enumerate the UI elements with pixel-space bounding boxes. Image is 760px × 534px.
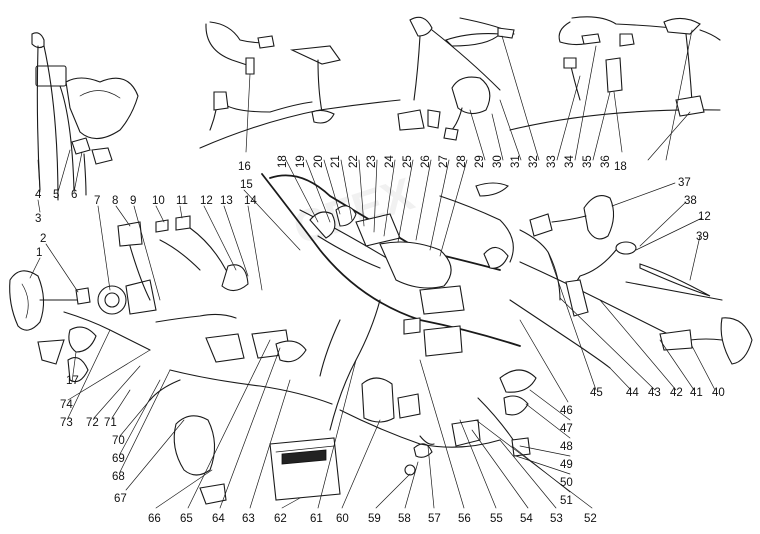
callout-label: 70 bbox=[112, 435, 125, 447]
callout-label: 9 bbox=[130, 195, 136, 207]
callout-label: 16 bbox=[238, 161, 251, 173]
callout-label: 39 bbox=[696, 231, 709, 243]
callout-label: 31 bbox=[510, 155, 522, 168]
bottom-components bbox=[173, 369, 537, 505]
callout-label: 59 bbox=[368, 513, 381, 525]
callout-label: 57 bbox=[428, 513, 441, 525]
callout-label: 71 bbox=[104, 417, 117, 429]
callout-label: 12 bbox=[200, 195, 213, 207]
callout-label: 53 bbox=[550, 513, 563, 525]
callout-label: 17 bbox=[66, 375, 79, 387]
callout-label: 4 bbox=[35, 189, 42, 201]
callout-label: 73 bbox=[60, 417, 73, 429]
callout-label: 62 bbox=[274, 513, 287, 525]
callout-label: 49 bbox=[560, 459, 573, 471]
leader-lines bbox=[29, 29, 716, 509]
callout-label: 72 bbox=[86, 417, 99, 429]
callout-label: 33 bbox=[546, 155, 558, 168]
callout-label: 11 bbox=[176, 195, 188, 207]
callout-label: 47 bbox=[560, 423, 573, 435]
callout-label: 40 bbox=[712, 387, 725, 399]
callout-label: 61 bbox=[310, 513, 323, 525]
callout-label: 38 bbox=[684, 195, 697, 207]
callout-label: 21 bbox=[330, 155, 342, 168]
callout-label: 44 bbox=[626, 387, 639, 399]
callout-label: 15 bbox=[240, 179, 253, 191]
callout-label: 27 bbox=[438, 155, 450, 168]
callout-label: 30 bbox=[492, 155, 504, 168]
callout-label: 18 bbox=[614, 161, 627, 173]
callout-label: 22 bbox=[348, 155, 360, 168]
callout-label: 29 bbox=[474, 155, 486, 168]
callout-label: 58 bbox=[398, 513, 411, 525]
callout-label: 8 bbox=[112, 195, 118, 207]
callout-label: 60 bbox=[336, 513, 349, 525]
callout-label: 7 bbox=[94, 195, 100, 207]
callout-label: 41 bbox=[690, 387, 703, 399]
callout-label: 66 bbox=[148, 513, 161, 525]
callout-label: 1 bbox=[36, 247, 42, 259]
callout-label: 51 bbox=[560, 495, 573, 507]
callout-label: 54 bbox=[520, 513, 533, 525]
callout-label: 24 bbox=[384, 155, 396, 168]
callout-label: 13 bbox=[220, 195, 233, 207]
callout-label: 55 bbox=[490, 513, 503, 525]
callout-label: 26 bbox=[420, 155, 432, 168]
callout-label: 63 bbox=[242, 513, 255, 525]
callout-label: 36 bbox=[600, 155, 612, 168]
callout-label: 25 bbox=[402, 155, 414, 168]
callout-label: 12 bbox=[698, 211, 711, 223]
callout-labels: 4 5 6 3 16 18 18 18 18 bbox=[35, 161, 627, 225]
callout-label: 35 bbox=[582, 155, 594, 168]
callout-label: 3 bbox=[35, 213, 41, 225]
callout-label: 50 bbox=[560, 477, 573, 489]
callout-label: 23 bbox=[366, 155, 378, 168]
callout-row-top: 18 19 20 21 22 23 24 25 26 27 28 29 30 31 32 33 34 35 36 bbox=[277, 155, 612, 168]
callout-label: 34 bbox=[564, 155, 576, 168]
callout-label: 68 bbox=[112, 471, 125, 483]
callout-label: 37 bbox=[678, 177, 691, 189]
callout-label: 5 bbox=[53, 189, 59, 201]
callout-label: 19 bbox=[295, 155, 307, 168]
center-top-harness bbox=[397, 16, 515, 141]
callout-label: 32 bbox=[528, 155, 540, 168]
roof-harness-right bbox=[509, 16, 721, 131]
callout-label: 69 bbox=[112, 453, 125, 465]
left-front-components bbox=[9, 215, 333, 405]
callout-label: 14 bbox=[244, 195, 257, 207]
callout-label: 18 bbox=[277, 155, 289, 168]
callout-label: 67 bbox=[114, 493, 127, 505]
callout-label: 42 bbox=[670, 387, 683, 399]
callout-label: 65 bbox=[180, 513, 193, 525]
right-side-lamps bbox=[529, 195, 753, 365]
callout-label: 52 bbox=[584, 513, 597, 525]
callout-label: 2 bbox=[40, 233, 46, 245]
callout-label: 74 bbox=[60, 399, 73, 411]
callout-label: 48 bbox=[560, 441, 573, 453]
callout-label: 43 bbox=[648, 387, 661, 399]
callout-label: 46 bbox=[560, 405, 573, 417]
callout-label: 64 bbox=[212, 513, 225, 525]
callout-label: 28 bbox=[456, 155, 468, 168]
callout-label: 20 bbox=[313, 155, 325, 168]
callout-label: 6 bbox=[71, 189, 77, 201]
callout-label: 45 bbox=[590, 387, 603, 399]
engine-bay-harness bbox=[261, 173, 681, 431]
roof-harness-left bbox=[199, 21, 401, 149]
callout-label: 10 bbox=[152, 195, 165, 207]
callout-label: 56 bbox=[458, 513, 471, 525]
tail-lamp-group bbox=[31, 32, 139, 201]
